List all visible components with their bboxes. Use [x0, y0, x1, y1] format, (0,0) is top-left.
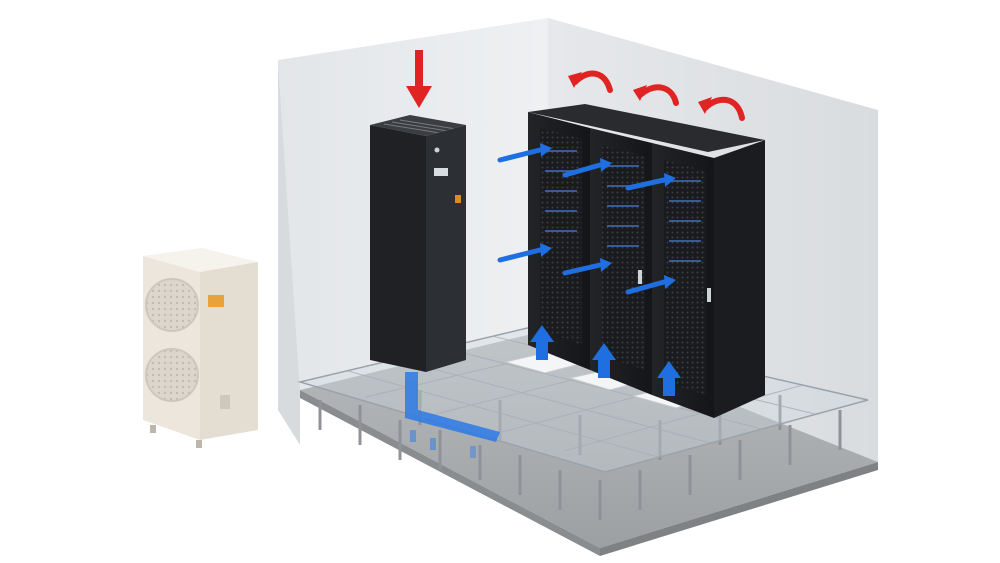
outdoor-condensing-unit [143, 248, 258, 448]
crac-power-switch [455, 195, 461, 203]
unit-badge [208, 295, 224, 307]
crac-logo [434, 147, 440, 153]
server-rack-2 [590, 128, 652, 395]
left-wall-edge [278, 60, 300, 445]
floor-supply-arrows [530, 325, 681, 396]
indoor-crac-unit [370, 115, 466, 372]
fan-lower [145, 348, 199, 402]
raised-floor-pedestals [318, 390, 842, 520]
crac-return-arrow [406, 50, 432, 108]
fan-upper [145, 278, 199, 332]
rack-side-panel [714, 140, 765, 418]
underfloor-supply-airflow [405, 372, 500, 458]
floor-front-edge-left [300, 390, 600, 556]
supply-airflow-arrows [497, 143, 676, 295]
server-rack-1 [528, 112, 590, 370]
crac-display [434, 168, 448, 176]
rack-handle [707, 288, 711, 302]
floor-front-edge-right [600, 462, 878, 556]
return-airflow-arrows [406, 50, 745, 121]
concrete-floor [300, 330, 878, 548]
unit-label [220, 395, 230, 409]
server-rack-3 [652, 143, 714, 418]
server-rack-row [528, 104, 765, 418]
rack-handle [638, 270, 642, 284]
